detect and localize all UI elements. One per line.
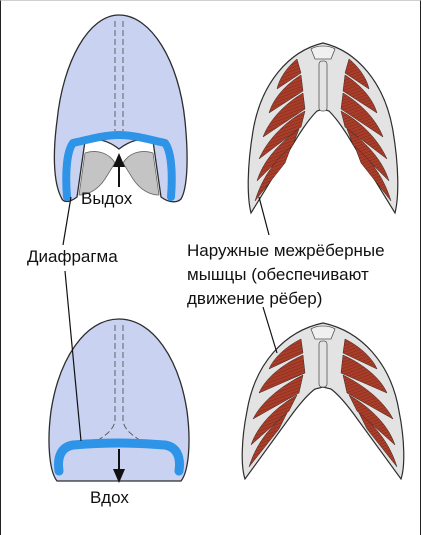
sternum-top (319, 61, 327, 111)
inhale-label: Вдох (90, 488, 129, 508)
intercostal-muscles-label: Наружные межрёберные мышцы (обеспечивают… (187, 239, 385, 311)
muscles-label-line-2: мышцы (обеспечивают (187, 263, 385, 287)
inhale-lung (49, 319, 189, 483)
exhale-lung (54, 15, 187, 202)
muscles-label-line-3: движение рёбер) (187, 287, 385, 311)
rib-cage-inhale (242, 323, 404, 479)
vertebra-top (311, 46, 335, 59)
sternum-bottom (319, 341, 327, 387)
diaphragm-label: Диафрагма (27, 247, 118, 267)
lung-body-top (54, 15, 187, 202)
exhale-label: Выдох (81, 189, 132, 209)
rib-cage-exhale (248, 43, 398, 213)
arrow-up-icon (113, 153, 125, 187)
muscles-label-line-1: Наружные межрёберные (187, 239, 385, 263)
vertebra-bottom (311, 326, 335, 339)
